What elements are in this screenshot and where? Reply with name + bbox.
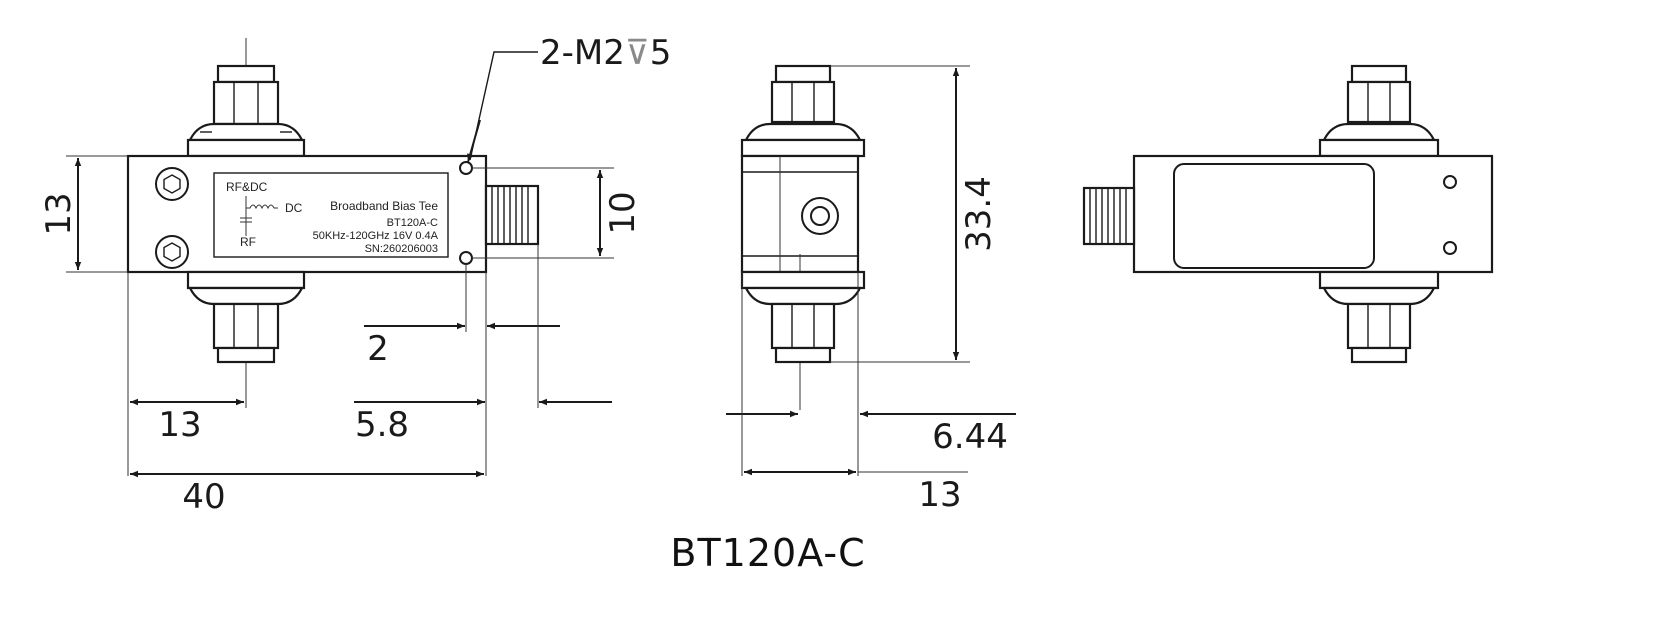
label-model: BT120A-C xyxy=(387,217,438,229)
label-rf: RF xyxy=(240,235,256,249)
back-recess xyxy=(1173,163,1375,269)
label-serial: SN:260206003 xyxy=(365,243,438,255)
hex-screw-icon xyxy=(155,235,189,269)
front-view: RF&DC DC RF Broadband Bias Tee BT120A-C … xyxy=(39,33,671,517)
label-rfdc: RF&DC xyxy=(226,180,268,194)
dim-side-offset: 6.44 xyxy=(932,417,1008,457)
depth-symbol-icon: ⊽ xyxy=(625,33,650,73)
callout-depth: 5 xyxy=(650,33,672,73)
callout-hole-spec: 2-M2⊽5 xyxy=(540,33,671,73)
dim-front-height: 13 xyxy=(39,192,79,235)
hex-screw-icon xyxy=(155,167,189,201)
dim-hole-offset: 2 xyxy=(367,329,389,369)
front-bottom-connector xyxy=(186,270,306,364)
dim-side-height: 33.4 xyxy=(959,176,999,252)
drawing-title: BT120A-C xyxy=(670,531,865,575)
mounting-hole xyxy=(1443,241,1457,255)
port-icon xyxy=(801,197,839,235)
label-plate xyxy=(213,172,449,258)
front-top-connector xyxy=(186,64,306,158)
callout-prefix: 2-M2 xyxy=(540,33,625,73)
label-dc: DC xyxy=(285,201,303,215)
dim-connector-offset: 13 xyxy=(158,405,201,445)
front-side-connector xyxy=(484,184,540,246)
label-product-name: Broadband Bias Tee xyxy=(330,199,438,213)
side-view: 33.4 6.44 13 xyxy=(726,64,1016,515)
back-body xyxy=(1132,154,1494,274)
callout-leader xyxy=(469,51,538,161)
label-spec: 50KHz-120GHz 16V 0.4A xyxy=(313,230,439,242)
back-view xyxy=(1082,64,1494,364)
dim-total-length: 40 xyxy=(182,477,225,517)
dim-connector-length: 5.8 xyxy=(355,405,409,445)
bias-tee-schematic-icon xyxy=(240,196,278,236)
dim-port-height: 10 xyxy=(603,191,643,234)
mounting-hole xyxy=(1443,175,1457,189)
dim-side-width: 13 xyxy=(918,475,961,515)
